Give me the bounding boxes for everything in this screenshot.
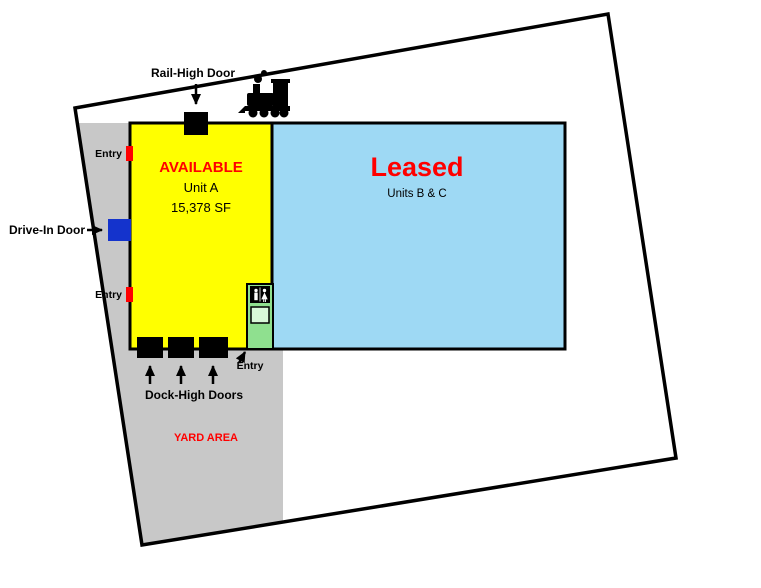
units-bc-name: Units B & C bbox=[387, 188, 446, 200]
restroom-inner-room bbox=[250, 306, 270, 324]
drive-in-door-marker bbox=[108, 219, 131, 241]
locomotive-stack bbox=[253, 84, 260, 94]
yard-area-label: YARD AREA bbox=[174, 432, 238, 444]
entry-lower-marker bbox=[126, 287, 133, 302]
locomotive-wheel bbox=[259, 108, 269, 118]
locomotive-wheel bbox=[279, 108, 289, 118]
drive-in-door-label: Drive-In Door bbox=[9, 223, 85, 237]
locomotive-icon bbox=[238, 70, 290, 118]
locomotive-wheel bbox=[248, 108, 258, 118]
restroom-woman-body bbox=[261, 292, 268, 300]
locomotive-cowcatcher bbox=[238, 106, 245, 113]
rail-high-door-marker bbox=[184, 112, 208, 135]
restroom-man-body bbox=[254, 292, 258, 301]
rail-high-door-label: Rail-High Door bbox=[151, 66, 235, 80]
locomotive-cab bbox=[273, 82, 288, 106]
entry-restroom-arrow bbox=[235, 351, 247, 364]
unit-a-status: AVAILABLE bbox=[159, 159, 243, 176]
entry-lower-label: Entry bbox=[95, 289, 122, 301]
property-boundary bbox=[73, 11, 678, 548]
entry-restroom-label: Entry bbox=[237, 360, 264, 372]
unit-a-area: 15,378 SF bbox=[171, 200, 231, 215]
locomotive-wheel bbox=[270, 108, 280, 118]
units-bc-status: Leased bbox=[370, 152, 463, 182]
dock-high-door-marker bbox=[199, 337, 228, 358]
locomotive-boiler bbox=[247, 93, 274, 106]
restroom-woman-leg-left bbox=[263, 299, 265, 302]
restroom-icon bbox=[250, 286, 270, 303]
locomotive-smoke-puff bbox=[261, 70, 267, 76]
restroom-woman-head bbox=[262, 288, 267, 293]
unit-a-name: Unit A bbox=[184, 180, 219, 195]
locomotive-smoke-puff bbox=[254, 75, 262, 83]
dock-high-door-marker bbox=[168, 337, 194, 358]
dock-high-doors-label: Dock-High Doors bbox=[145, 388, 243, 402]
units-bc-region bbox=[270, 121, 567, 351]
restroom-man-head bbox=[254, 288, 258, 293]
locomotive-base bbox=[245, 106, 290, 111]
entry-upper-label: Entry bbox=[95, 148, 122, 160]
restroom-woman-leg-right bbox=[264, 299, 266, 302]
entry-upper-marker bbox=[126, 146, 133, 161]
dock-high-door-marker bbox=[137, 337, 163, 358]
locomotive-roof bbox=[271, 79, 290, 83]
